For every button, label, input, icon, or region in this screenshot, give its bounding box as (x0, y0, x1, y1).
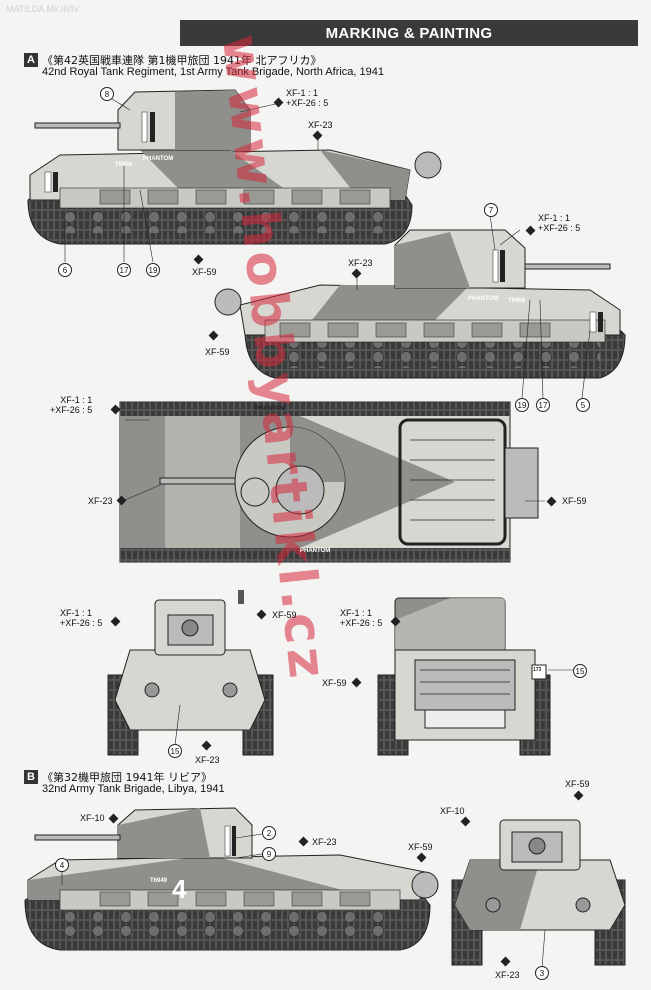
paint-xf1-xf26-top: XF-1 : 1+XF-26 : 5 (50, 395, 93, 415)
paint-xf23-b-front: XF-23 (495, 970, 520, 980)
marking-phantom-a-right: PHANTOM (468, 296, 499, 302)
callout-9: 9 (262, 847, 276, 861)
section-b-title-en: 32nd Army Tank Brigade, Libya, 1941 (42, 783, 225, 795)
callout-17: 17 (117, 263, 131, 277)
callout-4: 4 (55, 858, 69, 872)
paint-xf1-xf26-front: XF-1 : 1+XF-26 : 5 (60, 608, 103, 628)
tank-a-front-view (107, 590, 274, 756)
marking-phantom-a-left: PHANTOM (143, 156, 174, 162)
page-title: MARKING & PAINTING (180, 20, 638, 46)
tank-a-rear-view (377, 597, 551, 756)
callout-2: 2 (262, 826, 276, 840)
section-b-title-jp: 《第32機甲旅団 1941年 リビア》 (42, 771, 212, 784)
section-a-letter: A (24, 53, 38, 67)
paint-xf23-a2: XF-23 (348, 258, 373, 268)
callout-5: 5 (576, 398, 590, 412)
paint-xf59-top: XF-59 (562, 496, 587, 506)
paint-xf59-b-front: XF-59 (565, 779, 590, 789)
marking-serial-b: T6949 (150, 878, 168, 884)
paint-xf59-a1: XF-59 (192, 267, 217, 277)
marking-phantom-top-upper: PHANTOM (255, 406, 286, 412)
paint-xf59-rear: XF-59 (322, 678, 347, 688)
callout-19: 19 (146, 263, 160, 277)
paint-xf59-front: XF-59 (272, 610, 297, 620)
tank-b-side (24, 807, 439, 951)
paint-xf10-b-side: XF-10 (80, 813, 105, 823)
paint-xf23-a1: XF-23 (308, 120, 333, 130)
paint-xf59-a2: XF-59 (205, 347, 230, 357)
marking-serial-a-left: T6968 (115, 162, 133, 168)
faint-top-text: MATILDA Mk.III/IV (6, 4, 80, 14)
tank-a-top-view (119, 401, 539, 563)
section-b-letter: B (24, 770, 38, 784)
marking-phantom-top-lower: PHANTOM (300, 548, 331, 554)
paint-xf59-b-side: XF-59 (408, 842, 433, 852)
paint-xf23-top: XF-23 (88, 496, 113, 506)
marking-turret-number-b: 4 (172, 874, 187, 904)
callout-15-rear: 15 (573, 664, 587, 678)
paint-xf23-front: XF-23 (195, 755, 220, 765)
section-a-title-en: 42nd Royal Tank Regiment, 1st Army Tank … (42, 66, 384, 78)
paint-xf1-xf26-a2: XF-1 : 1+XF-26 : 5 (538, 213, 581, 233)
tank-a-side-right (214, 229, 626, 379)
callout-6: 6 (58, 263, 72, 277)
paint-xf1-xf26-rear: XF-1 : 1+XF-26 : 5 (340, 608, 383, 628)
paint-xf1-xf26-a1: XF-1 : 1+XF-26 : 5 (286, 88, 329, 108)
marking-plate: 173 (533, 667, 542, 673)
paint-xf10-b-front: XF-10 (440, 806, 465, 816)
callout-17-right: 17 (536, 398, 550, 412)
callout-19-right: 19 (515, 398, 529, 412)
callout-3: 3 (535, 966, 549, 980)
section-a-title-jp: 《第42英国戦車連隊 第1機甲旅団 1941年 北アフリカ》 (42, 54, 322, 67)
callout-15-front: 15 (168, 744, 182, 758)
callout-7: 7 (484, 203, 498, 217)
paint-xf23-b-side: XF-23 (312, 837, 337, 847)
tank-b-front-view (451, 819, 626, 966)
callout-8: 8 (100, 87, 114, 101)
marking-serial-a-right: T6968 (508, 298, 526, 304)
